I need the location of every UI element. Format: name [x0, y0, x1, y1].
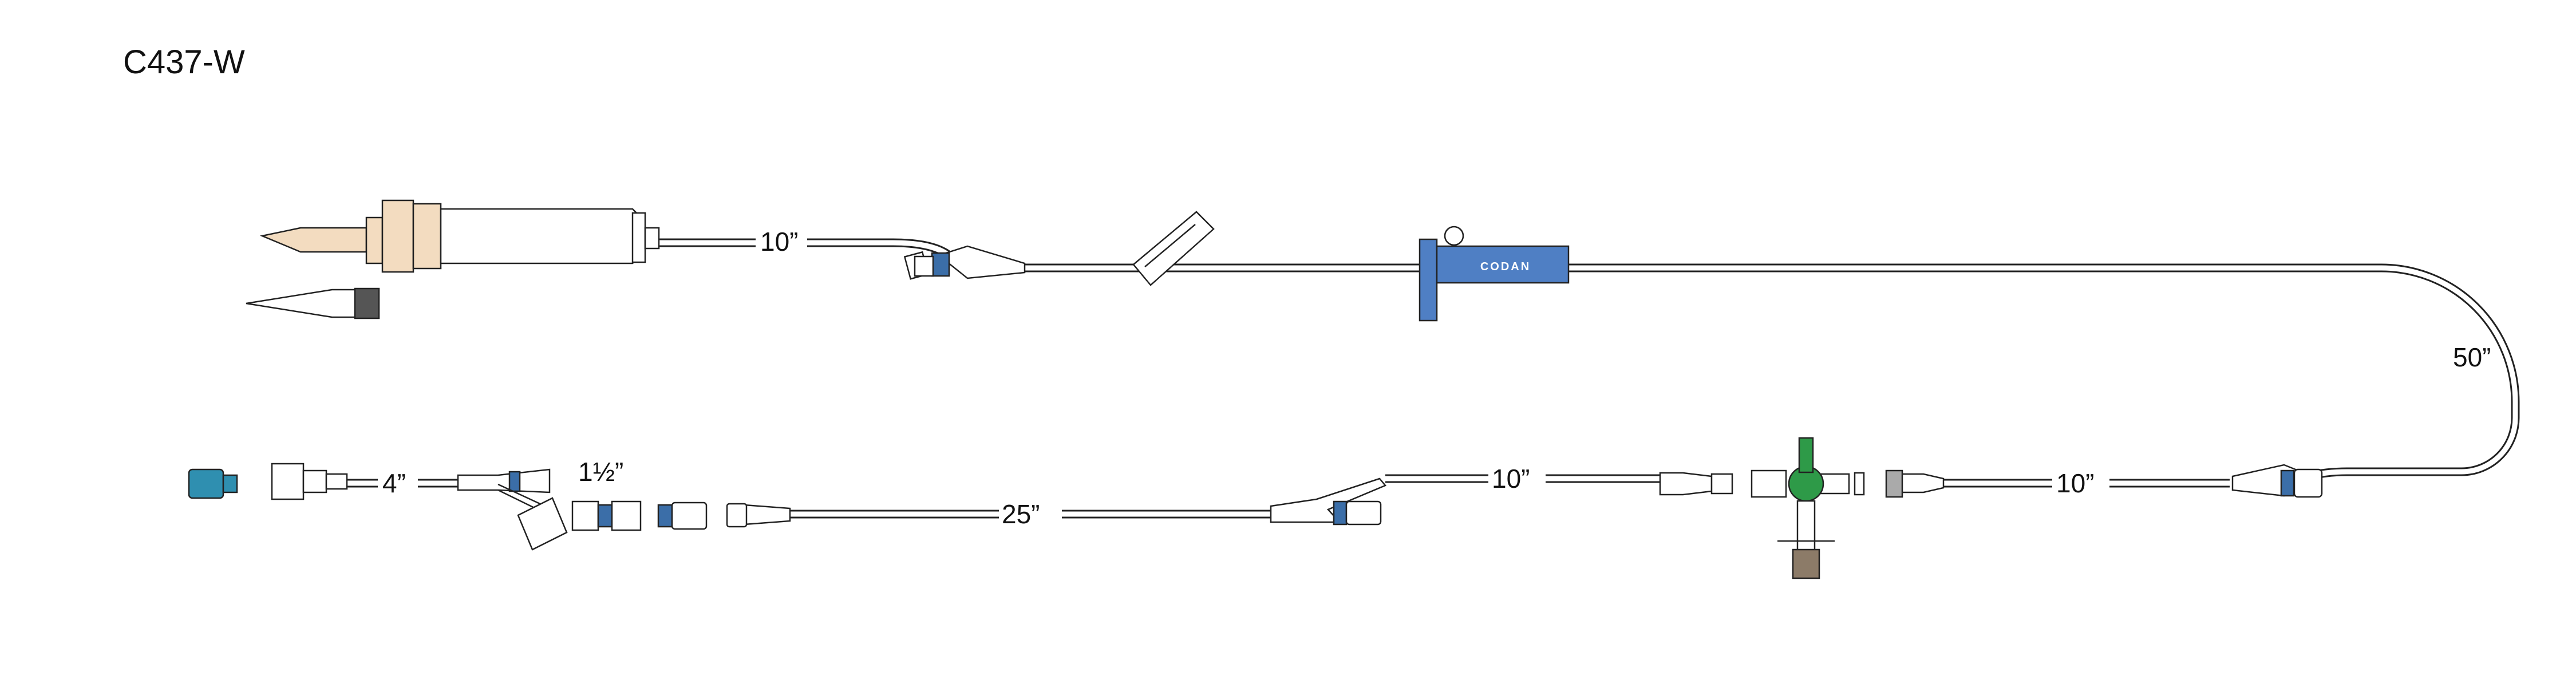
tube-end-segment [346, 479, 458, 488]
tube-right-segment [1943, 479, 2230, 488]
tube-lower-segment [790, 510, 1277, 519]
spike-collar [365, 216, 384, 264]
brand-logo: CODAN [1480, 260, 1531, 273]
clamp-wheel [1444, 226, 1464, 246]
chamber-outlet [644, 227, 660, 250]
clamp-body [1436, 245, 1570, 284]
slide-clamp [1132, 211, 1215, 286]
stopcock-handle [1798, 437, 1814, 473]
stopcock [1751, 437, 1865, 579]
dim-main-loop: 50” [2453, 342, 2491, 372]
dim-y-branch: 1½” [578, 457, 623, 487]
needle-free-valve [931, 252, 950, 277]
stopcock-port [1796, 500, 1816, 556]
dim-end-segment: 4” [382, 468, 406, 498]
chamber-cap [631, 212, 646, 263]
spike-protector-cap [246, 289, 356, 318]
tubing [346, 238, 2520, 519]
luer-connector-mid [1659, 472, 1733, 496]
clamp-end [1419, 238, 1438, 322]
luer-connector-lower [726, 503, 791, 528]
y-site-top [903, 245, 1026, 280]
dim-lower-segment: 25” [1002, 499, 1040, 529]
spike-protector-grip [354, 287, 380, 319]
spike-drip-chamber [246, 199, 660, 319]
spike-vent [412, 203, 442, 270]
y-site-middle [1270, 477, 1387, 526]
product-code: C437-W [123, 44, 245, 81]
end-connectors [188, 463, 348, 500]
dimension-labels: 10” 50” 10” 10” 25” 1½” 4” [382, 227, 2491, 529]
dim-middle-segment: 10” [1492, 464, 1530, 493]
dim-spike-to-y1: 10” [760, 227, 798, 256]
drip-chamber [440, 208, 641, 264]
luer-cap-blue [188, 468, 224, 499]
luer-connector-right [1885, 469, 1945, 498]
roller-clamp: CODAN [1419, 226, 1570, 322]
stopcock-cap [1792, 548, 1820, 579]
spike-tip [259, 227, 368, 253]
male-luer [271, 463, 305, 500]
tube-middle-segment [1385, 474, 1660, 483]
y-site-left [457, 468, 708, 551]
spike-body [381, 199, 414, 273]
y-site-right [2231, 464, 2323, 498]
dim-right-segment: 10” [2056, 468, 2094, 498]
tube-top-main [1019, 263, 2520, 489]
